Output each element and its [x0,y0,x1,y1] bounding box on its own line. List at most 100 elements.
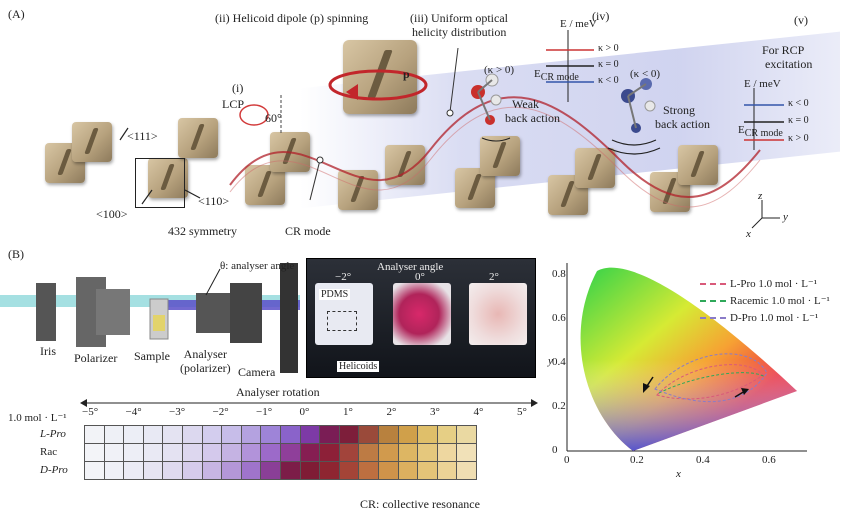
step-v-label: (v) [794,13,808,27]
weak-label-2: back action [505,111,560,125]
energy-level-iv-1: κ = 0 [598,59,619,70]
cie-y-tick-label: 0 [552,444,558,456]
ecr-label-iv: ECR mode [534,68,579,84]
grid-cell [436,443,458,462]
grid-cell [240,461,262,480]
grid-cell [279,425,301,444]
setup-sample: Sample [134,349,170,363]
dipole-symbol: p [403,67,410,81]
cie-x-tick-label: 0.2 [630,454,644,466]
step-iii-label-2: helicity distribution [412,25,507,39]
row-label-lpro: L-Pro [40,428,66,440]
angle-label: 60° [265,111,282,125]
grid-cell [299,461,321,480]
grid-cell [162,443,183,462]
helicoid-region-box [327,311,357,331]
grid-cell [240,443,262,462]
step-i-label: (i) [232,81,244,95]
grid-cell [397,461,419,480]
rcp-label-2: excitation [765,57,813,71]
cie-x-tick-label: 0.4 [696,454,710,466]
grid-cell [358,443,379,462]
grid-cell [84,443,105,462]
grid-row [84,425,477,444]
grid-cell [299,425,321,444]
setup-iris: Iris [40,344,56,358]
grid-cell [377,461,399,480]
rotation-tick-label: 5° [517,406,527,418]
grid-cell [377,443,399,462]
cie-y-tick-label: 0.6 [552,312,566,324]
pdms-label: PDMS [319,289,351,300]
axis-y-label: y [783,211,788,223]
row-label-dpro: D-Pro [40,464,68,476]
energy-level-v-0: κ < 0 [788,98,809,109]
rotation-tick-label: −1° [256,406,273,418]
helicoid-cube [148,158,188,198]
rotation-tick-label: −5° [82,406,99,418]
grid-cell [84,461,105,480]
legend-item-lpro: L-Pro 1.0 mol · L⁻¹ [700,276,830,293]
legend-item-dpro: D-Pro 1.0 mol · L⁻¹ [700,310,830,327]
step-iii-label-1: (iii) Uniform optical [410,11,508,25]
grid-cell [260,443,281,462]
strong-label-1: Strong [663,103,696,117]
grid-cell [181,425,203,444]
helicoid-cube [178,118,218,158]
panel-a-overlay [119,30,784,229]
grid-cell [436,461,458,480]
cie-legend: L-Pro 1.0 mol · L⁻¹ Racemic 1.0 mol · L⁻… [700,276,830,327]
energy-level-iv-2: κ < 0 [598,75,619,86]
grid-cell [103,425,125,444]
grid-cell [358,461,379,480]
grid-cell [181,443,203,462]
grid-cell [162,461,183,480]
grid-cell [279,443,301,462]
rcp-label-1: For RCP [762,43,805,57]
grid-cell [240,425,262,444]
grid-cell [221,425,242,444]
grid-row [84,461,477,480]
concentration-label: 1.0 mol · L⁻¹ [8,412,67,424]
grid-cell [181,461,203,480]
grid-cell [260,425,281,444]
figure-caption: CR: collective resonance [360,497,480,511]
grid-cell [201,425,223,444]
energy-level-v-2: κ > 0 [788,133,809,144]
kappa-positive-label: (κ > 0) [484,64,515,76]
grid-cell [84,425,105,444]
grid-cell [417,461,438,480]
energy-level-iv-0: κ > 0 [598,43,619,54]
cie-x-tick-label: 0 [564,454,570,466]
photo-title: Analyser angle [377,261,444,273]
grid-cell [279,461,301,480]
panel-a-label: (A) [8,7,25,21]
photo-angle-right: 2° [489,271,499,283]
helicoid-cube [678,145,718,185]
row-label-rac: Rac [40,446,58,458]
cie-y-tick-label: 0.4 [552,356,566,368]
grid-cell [123,461,144,480]
grid-cell [436,425,458,444]
rotation-tick-label: 3° [430,406,440,418]
panel-b-label: (B) [8,247,24,261]
grid-cell [162,425,183,444]
step-iv-label: (iv) [592,9,610,23]
helicoids-label: Helicoids [337,361,380,372]
setup-polarizer: Polarizer [74,351,118,365]
grid-cell [319,443,340,462]
grid-cell [142,425,164,444]
symmetry-label: 432 symmetry [168,224,237,238]
direction-110: <110> [198,194,230,208]
lcp-label: LCP [222,97,245,111]
rotation-tick-label: 2° [386,406,397,418]
cie-y-label: y [548,355,553,367]
grid-cell [201,443,223,462]
grid-cell [417,443,438,462]
sample-photo: Analyser angle −2° 0° 2° PDMS Helicoids [306,258,536,378]
grid-cell [397,425,419,444]
helicoid-cube-large [343,40,417,114]
direction-111: <111> [127,129,158,143]
cr-mode-label: CR mode [285,224,331,238]
rotation-tick-label: 1° [343,406,353,418]
